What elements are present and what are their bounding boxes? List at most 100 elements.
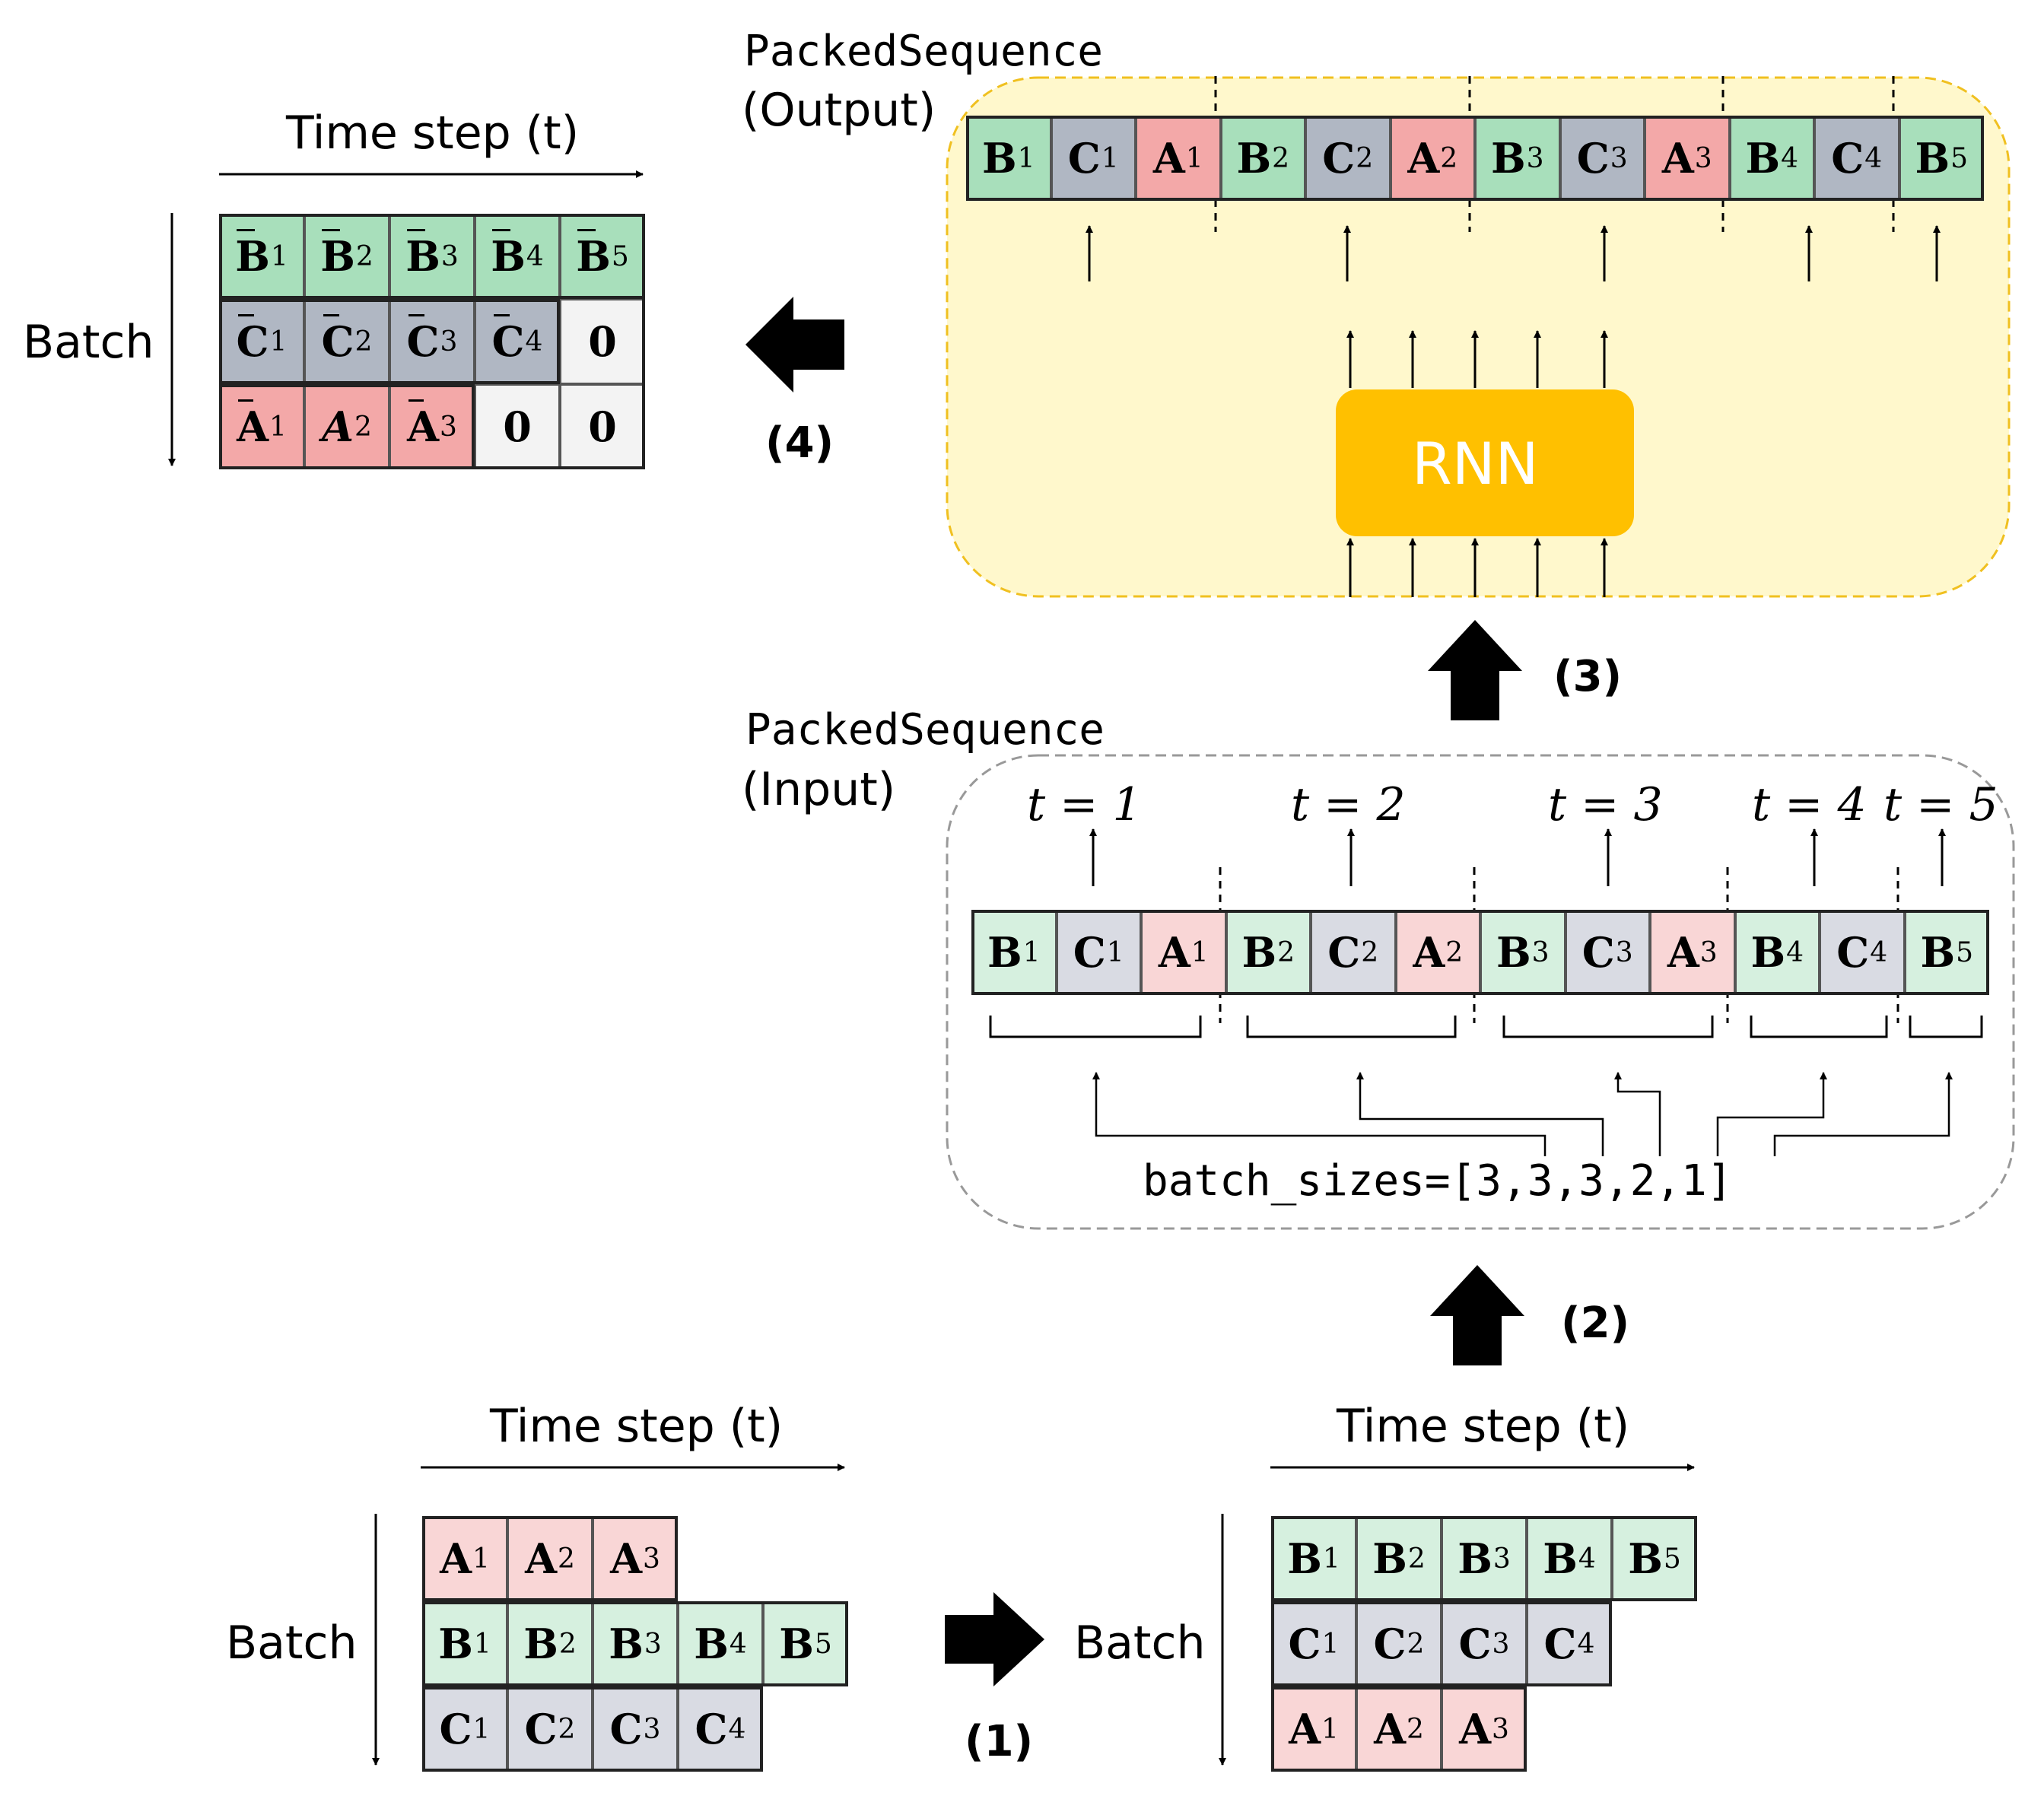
token-subscript: 3 [440,240,459,272]
token-subscript: 3 [440,326,458,358]
token-subscript: 4 [1786,936,1804,968]
step3-arrow [1428,620,1522,720]
token-letter: A [237,399,269,451]
token-letter: B [1915,134,1950,183]
token-subscript: 1 [1101,142,1119,174]
token-letter: C [1073,928,1106,977]
token-subscript: 3 [643,1543,660,1575]
token-subscript: 4 [1864,142,1883,174]
token-subscript: 2 [1407,1628,1425,1660]
input-separators [1219,867,1899,1023]
token-subscript: 3 [1694,142,1712,174]
token-subscript: 1 [1190,936,1209,968]
token-subscript: 3 [1699,936,1718,968]
token-letter: A [1661,134,1694,183]
token-letter: C [1373,1620,1407,1668]
token-subscript: 1 [473,1628,491,1660]
group-brackets [989,1016,1983,1038]
token-subscript: 5 [1956,936,1974,968]
token-letter: C [524,1705,558,1753]
token-letter: B [1458,1534,1492,1583]
token-subscript: 2 [558,1628,577,1660]
time-step-label-top: Time step (t) [286,106,580,160]
time-label-3: t = 3 [1548,778,1663,831]
token-letter: B [779,1620,814,1668]
token-subscript: 5 [611,240,629,272]
batch-label-input: Batch [226,1616,358,1670]
token-letter: B [981,134,1017,183]
token-letter: B [1236,134,1272,183]
token-letter: C [407,314,440,366]
token-letter: C [1836,928,1870,977]
token-subscript: 1 [472,1713,491,1745]
token-letter: A [322,402,354,451]
overline-mark [322,229,340,231]
token-subscript: 4 [1578,1543,1596,1575]
token-letter: C [1288,1620,1321,1668]
step-1-label: (1) [965,1717,1034,1766]
token-subscript: 4 [728,1713,746,1745]
token-letter: A [610,1534,642,1583]
token-letter: B [320,229,355,281]
time-step-label-input: Time step (t) [490,1400,784,1453]
token-letter: C [492,314,525,366]
token-letter: A [1459,1705,1491,1753]
token-subscript: 2 [1277,936,1295,968]
token-subscript: 2 [1272,142,1290,174]
token-subscript: 4 [526,240,544,272]
token-subscript: 1 [1321,1713,1339,1745]
token-subscript: 2 [354,326,373,358]
token-letter: B [1628,1534,1663,1583]
token-subscript: 1 [1106,936,1124,968]
token-subscript: 1 [1321,1628,1340,1660]
token-letter: C [609,1705,643,1753]
step4-arrow [745,297,844,393]
time-label-1: t = 1 [1027,778,1142,831]
token-subscript: 2 [1407,1713,1424,1745]
overline-mark [408,399,424,402]
token-letter: C [1543,1620,1577,1668]
time-label-2: t = 2 [1291,778,1406,831]
token-subscript: 3 [1531,936,1550,968]
token-subscript: 1 [1017,142,1035,174]
step1-arrow [945,1592,1044,1686]
token-letter: B [491,229,526,281]
token-letter: 0 [503,402,532,451]
token-letter: A [1413,928,1445,977]
token-letter: C [237,314,269,366]
token-subscript: 3 [1492,1628,1510,1660]
token-letter: C [1327,928,1361,977]
batch-size-connectors [1092,1072,1953,1156]
token-letter: B [235,229,270,281]
packed-sequence-output-title: PackedSequence [744,27,1104,76]
token-letter: C [695,1705,728,1753]
time-label-5: t = 5 [1883,778,1998,831]
padded-output-cell: 0 [560,299,645,384]
